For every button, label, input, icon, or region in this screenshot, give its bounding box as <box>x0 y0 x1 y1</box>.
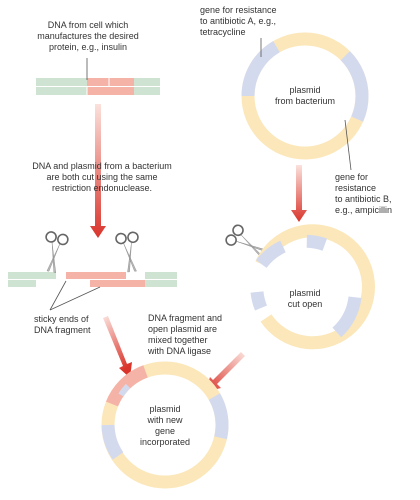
plasmid-cut-open <box>250 224 375 350</box>
plasmid-new-gene-label: plasmid with new gene incorporated <box>139 404 191 447</box>
plasmid-bacterium-label: plasmid from bacterium <box>274 85 336 106</box>
donor-dna-label: DNA from cell which manufactures the des… <box>37 20 139 52</box>
arrow-donor-to-cut <box>90 104 106 238</box>
scissors-icon <box>115 231 139 273</box>
arrow-fragment-to-final <box>103 316 132 378</box>
cut-dna-fragments <box>8 272 177 311</box>
arrow-plasmid-to-final <box>205 352 245 392</box>
plasmid-cut-label: plasmid cut open <box>287 288 323 309</box>
plasmid-original <box>241 32 369 171</box>
sticky-ends-label: sticky ends of DNA fragment <box>34 314 91 335</box>
plasmid-recombinant <box>101 361 229 489</box>
gene-a-label: gene for resistance to antibiotic A, e.g… <box>200 5 277 37</box>
donor-dna-strand <box>36 58 160 95</box>
cut-step-label: DNA and plasmid from a bacterium are bot… <box>32 161 172 193</box>
scissors-icon <box>45 231 69 273</box>
scissors-icon <box>225 224 267 258</box>
arrow-plasmid-to-cut <box>291 165 307 222</box>
gene-b-label: gene for resistance to antibiotic B, e.g… <box>335 172 393 215</box>
mix-step-label: DNA fragment and open plasmid are mixed … <box>148 313 223 356</box>
